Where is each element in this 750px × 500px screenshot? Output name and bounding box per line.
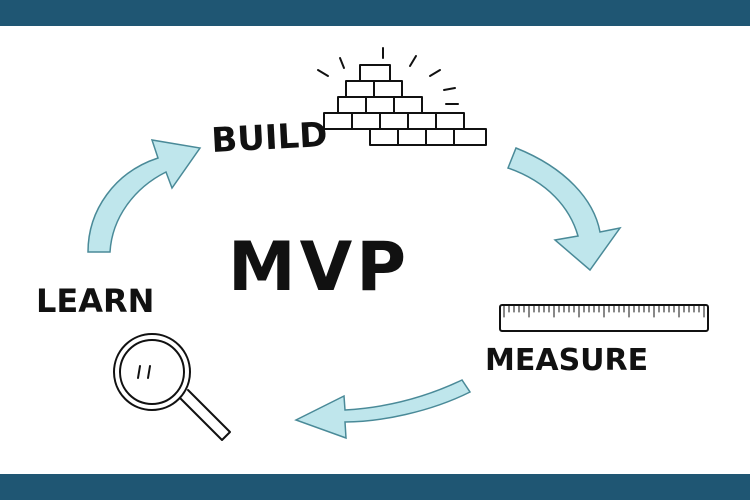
arrow-measure-to-learn (294, 379, 472, 440)
bricks-icon (317, 47, 487, 146)
bottom-border-band (0, 474, 750, 500)
arrow-learn-to-build (87, 139, 202, 253)
top-border-band (0, 0, 750, 26)
stage-label-learn: LEARN (36, 282, 154, 320)
ruler-icon (499, 304, 709, 332)
stage-label-measure: MEASURE (485, 343, 648, 378)
magnifier-icon (113, 333, 231, 441)
arrow-build-to-measure (507, 147, 622, 272)
stage-label-build: BUILD (210, 115, 328, 161)
center-label-mvp: MVP (228, 228, 410, 307)
